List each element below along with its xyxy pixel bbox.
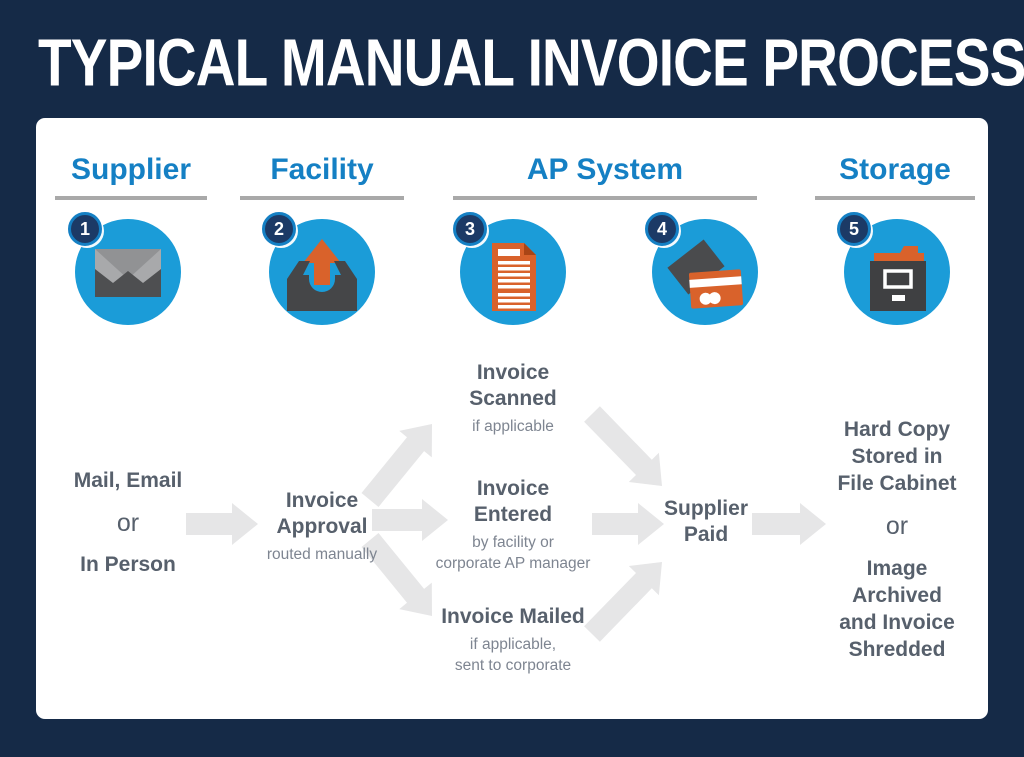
step-number-badge-2: 2: [262, 212, 296, 246]
page-title: TYPICAL MANUAL INVOICE PROCESS: [38, 25, 1024, 100]
supplier-input-or-label: or: [116, 509, 140, 537]
column-header-supplier: Supplier: [55, 150, 207, 200]
file-cabinet-icon: [870, 246, 926, 311]
invoice-entered-subtitle: by facility or corporate AP manager: [435, 534, 591, 572]
invoice-approval-subtitle: routed manually: [266, 546, 378, 563]
node-invoice-scanned: Invoice Scanned if applicable: [418, 360, 608, 437]
storage-outcome-top-label: Hard Copy Stored in File Cabinet: [837, 418, 957, 495]
invoice-scanned-title: Invoice Scanned: [469, 361, 557, 410]
invoice-mailed-title: Invoice Mailed: [441, 605, 585, 628]
step-circle-3: 3: [453, 212, 566, 325]
node-supplier-paid: Supplier Paid: [641, 496, 771, 548]
supplier-input-top-label: Mail, Email: [73, 469, 183, 492]
invoice-entered-title: Invoice Entered: [473, 477, 553, 526]
envelope-icon: [95, 249, 161, 297]
column-header-storage: Storage: [815, 150, 975, 200]
payment-cards-icon: [667, 239, 744, 309]
outbox-tray-icon: [287, 239, 357, 311]
process-card: Supplier Facility AP System Storage 1 2 …: [36, 118, 988, 719]
step-circle-5: 5: [837, 212, 950, 325]
invoice-scanned-subtitle: if applicable: [472, 418, 554, 435]
step-number-badge-4: 4: [645, 212, 679, 246]
column-header-facility: Facility: [240, 150, 404, 200]
storage-outcome-or-label: or: [885, 512, 909, 540]
step-number-badge-1: 1: [68, 212, 102, 246]
invoice-document-icon: [492, 243, 536, 311]
step-circle-2: 2: [262, 212, 375, 325]
storage-outcome-bottom-label: Image Archived and Invoice Shredded: [839, 557, 955, 661]
node-supplier-input: Mail, Email or In Person: [38, 468, 218, 578]
step-number-badge-5: 5: [837, 212, 871, 246]
step-number-badge-3: 3: [453, 212, 487, 246]
node-invoice-approval: Invoice Approval routed manually: [247, 488, 397, 565]
supplier-paid-title: Supplier Paid: [663, 497, 748, 546]
node-invoice-mailed: Invoice Mailed if applicable, sent to co…: [393, 604, 633, 676]
invoice-approval-title: Invoice Approval: [276, 489, 368, 538]
node-storage-outcome: Hard Copy Stored in File Cabinet or Imag…: [802, 416, 992, 663]
supplier-input-bottom-label: In Person: [80, 553, 176, 576]
step-circle-1: 1: [68, 212, 181, 325]
step-circle-4: 4: [645, 212, 758, 325]
node-invoice-entered: Invoice Entered by facility or corporate…: [403, 476, 623, 574]
column-header-ap-system: AP System: [453, 150, 757, 200]
invoice-mailed-subtitle: if applicable, sent to corporate: [454, 636, 572, 674]
